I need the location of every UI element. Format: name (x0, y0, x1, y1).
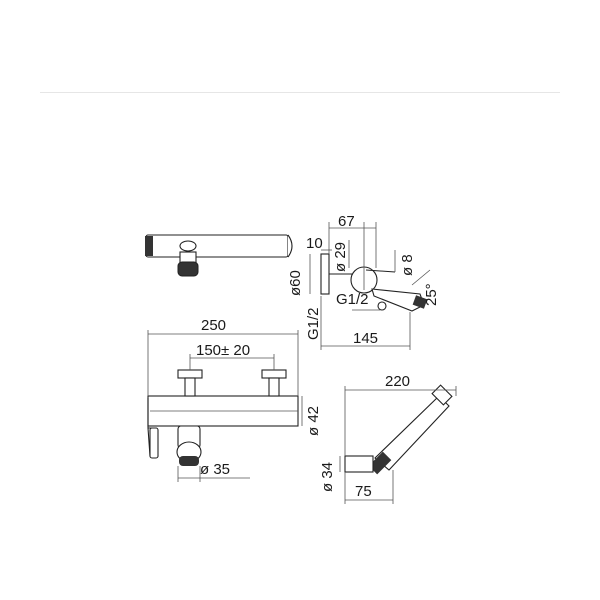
dim-35: ø 35 (200, 461, 230, 478)
front-connector-left (177, 369, 203, 379)
handshower-view: 220 ø 34 75 (319, 373, 457, 504)
side-spout (371, 288, 425, 312)
dim-8: ø 8 (399, 254, 416, 276)
top-view (145, 234, 293, 277)
dim-220: 220 (385, 373, 410, 390)
dim-150: 150± 20 (196, 342, 250, 359)
handshower-hose-stub (344, 455, 374, 473)
top-body (145, 234, 289, 258)
front-connector-right-stem (268, 377, 280, 397)
dim-25-leader (411, 269, 431, 286)
side-view: 67 10 ø 29 ø 8 ø60 G1/2 G1/2 25° 145 (287, 213, 440, 350)
dim-10: 10 (306, 235, 323, 252)
front-lever-grip (149, 427, 159, 459)
top-lever (145, 236, 153, 256)
header-divider (40, 92, 560, 93)
front-view: 250 150± 20 ø 42 ø 35 (147, 317, 322, 482)
dim-42: ø 42 (305, 406, 322, 436)
side-lever (365, 269, 396, 273)
dim-250: 250 (201, 317, 226, 334)
dim-60: ø60 (287, 270, 304, 296)
side-wall-plate (320, 253, 330, 295)
dim-34: ø 34 (319, 462, 336, 492)
front-spout-base (179, 456, 199, 466)
top-diverter-knob (179, 240, 197, 252)
dim-67: 67 (338, 213, 355, 230)
front-connector-right (261, 369, 287, 379)
dim-g12-vertical: G1/2 (305, 307, 322, 340)
top-end-cap (287, 234, 293, 258)
handshower-connector (368, 451, 392, 475)
dim-75: 75 (355, 483, 372, 500)
front-connector-left-stem (184, 377, 196, 397)
dim-145: 145 (353, 330, 378, 347)
dim-25-angle: 25° (423, 283, 440, 306)
top-spout-outlet (177, 261, 199, 277)
side-inlet-nut (377, 301, 387, 311)
dim-29: ø 29 (332, 242, 349, 272)
dim-g12-horizontal: G1/2 (336, 291, 369, 308)
side-spout-tip (412, 295, 428, 309)
